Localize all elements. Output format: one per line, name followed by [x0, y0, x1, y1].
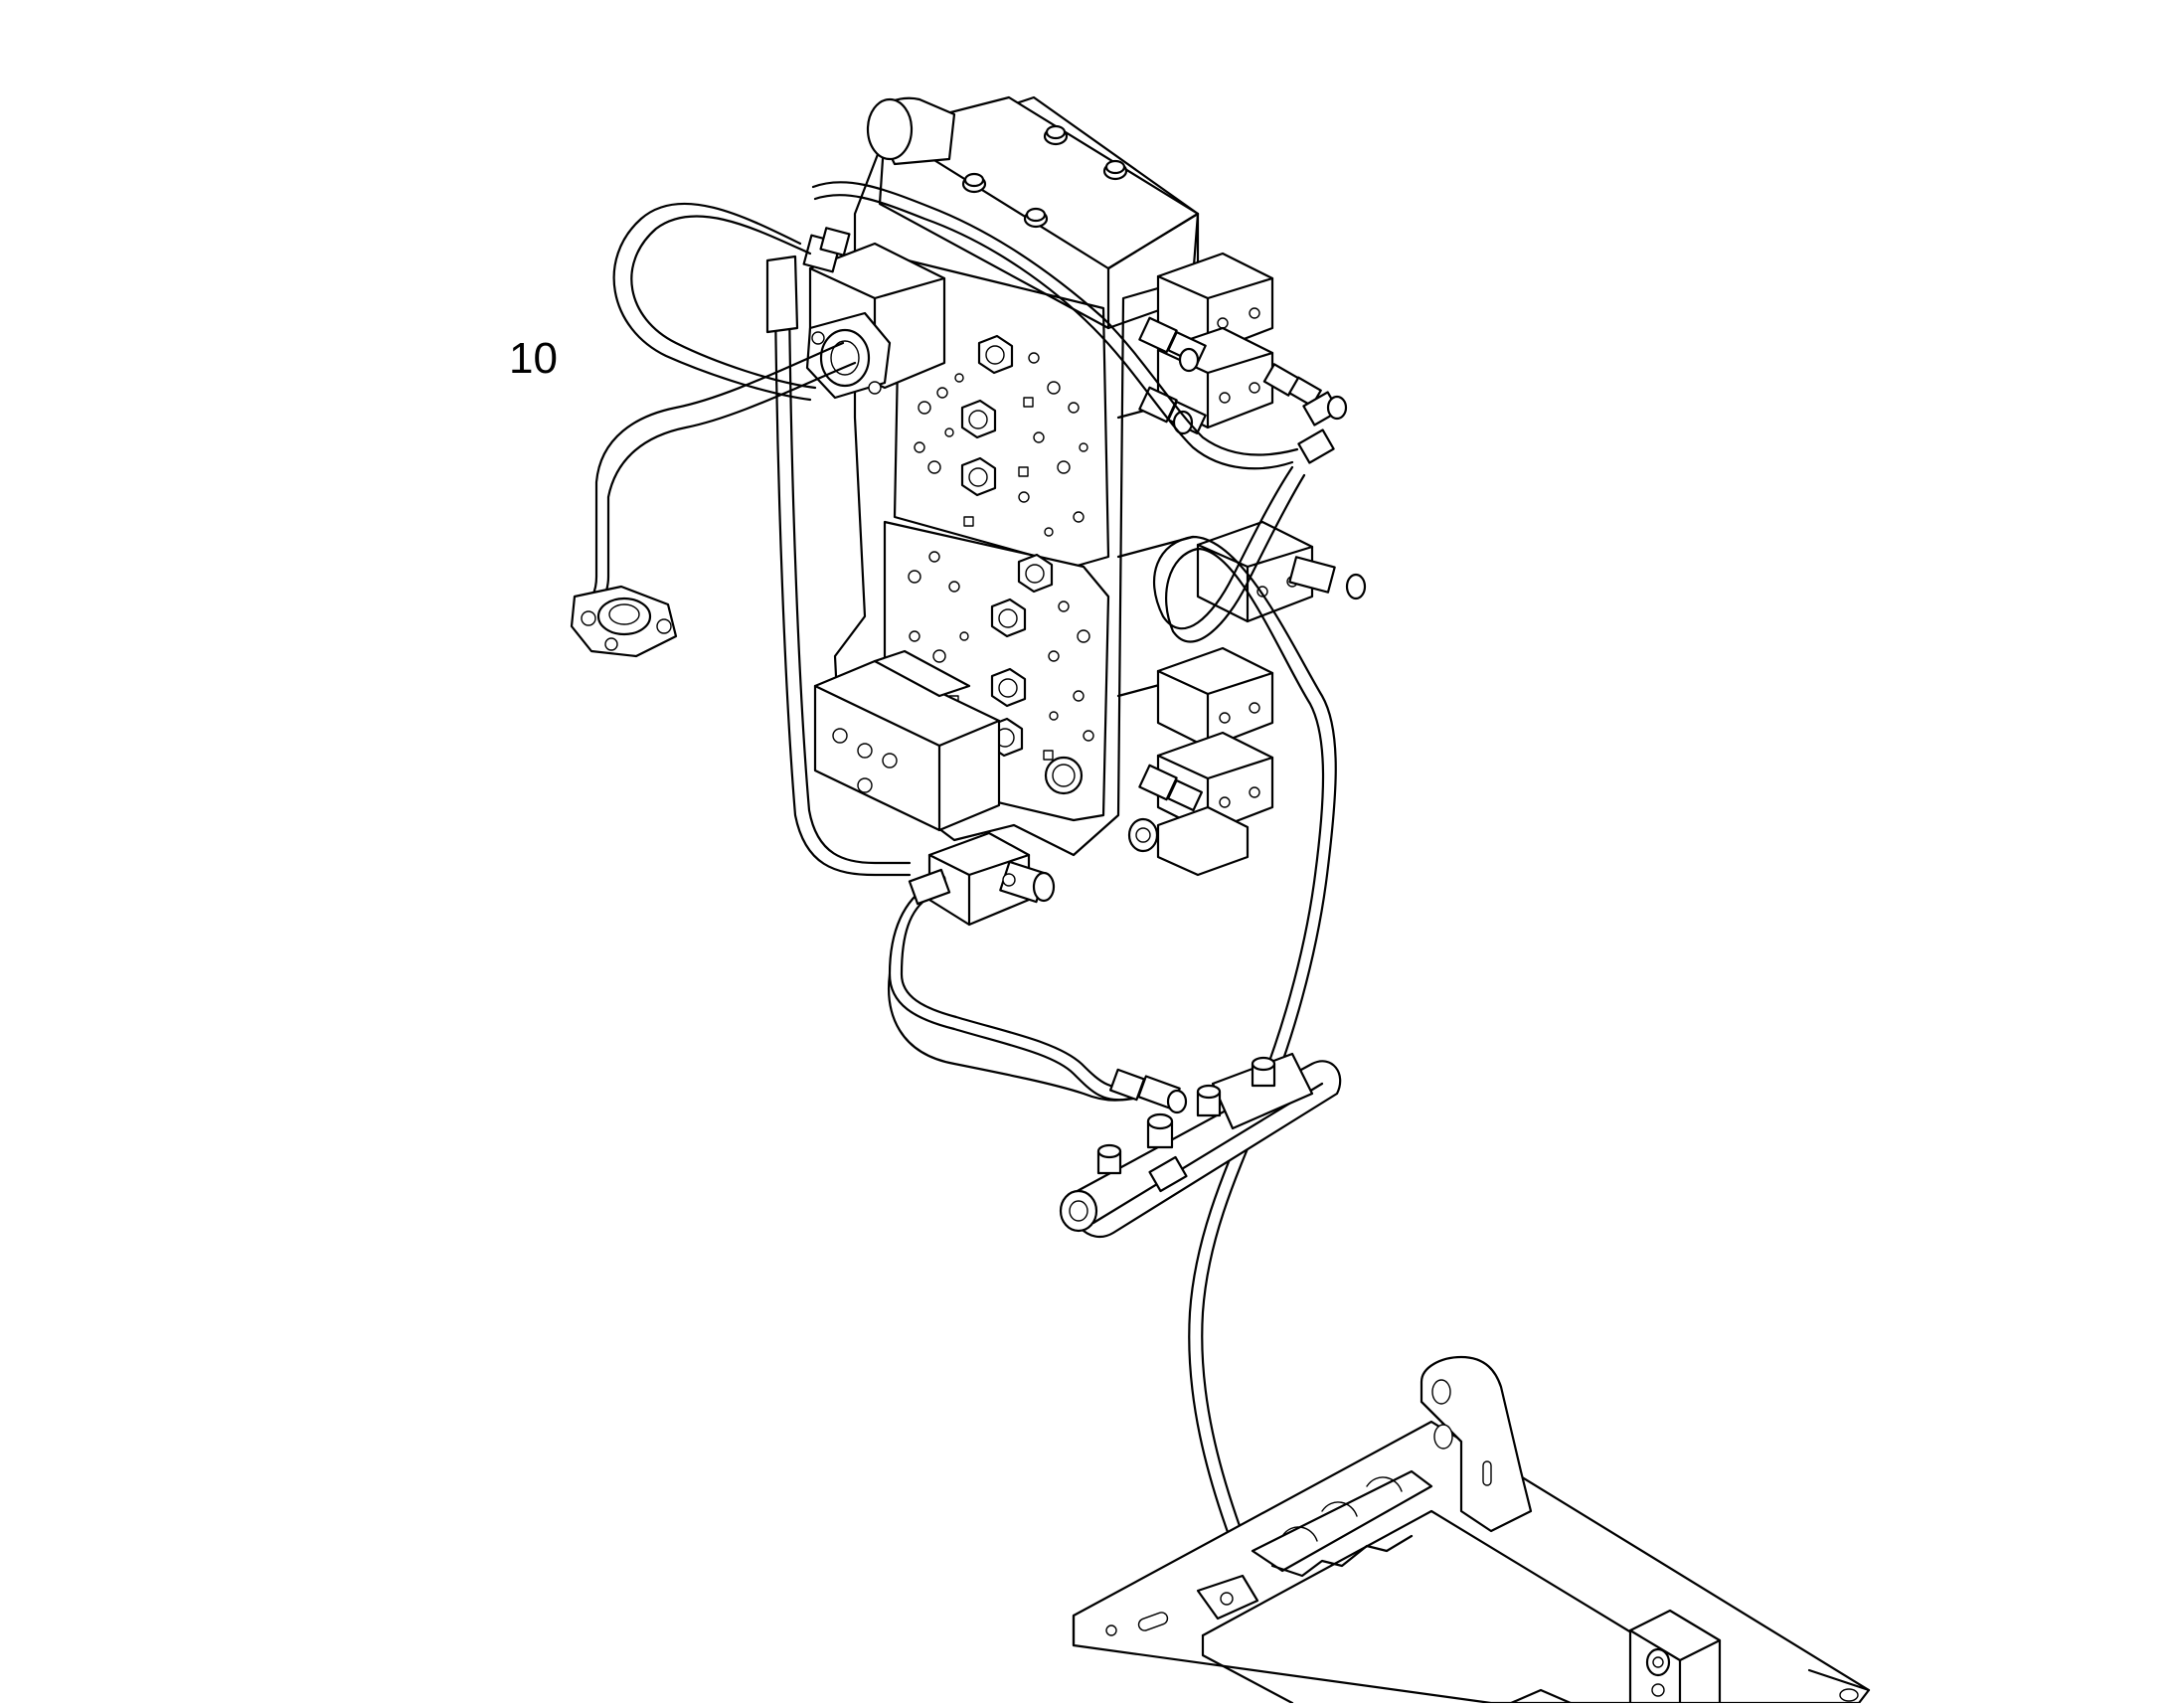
flange — [805, 311, 892, 400]
pilot-block — [1156, 646, 1274, 750]
fitting — [1138, 316, 1207, 373]
hex-plug — [960, 456, 997, 497]
hex-plug — [990, 667, 1027, 708]
fitting — [1138, 764, 1204, 812]
fitting — [1262, 363, 1322, 408]
pilot-block — [1156, 252, 1274, 355]
pilot-block — [1156, 805, 1250, 877]
hex-plug — [990, 598, 1027, 638]
fitting — [1127, 817, 1159, 853]
bolt — [1023, 207, 1049, 229]
tee-fitting — [1148, 1155, 1188, 1193]
lower-block — [813, 649, 1001, 832]
pilot-hose-lower — [888, 868, 1188, 1114]
face-holes — [908, 352, 1094, 775]
fitting — [1297, 428, 1335, 464]
solenoid — [927, 831, 1056, 927]
manifold-tee — [1059, 1052, 1342, 1239]
tee-fitting — [1196, 1084, 1222, 1117]
hex-plug — [1017, 553, 1054, 594]
fitting — [1302, 391, 1348, 427]
fitting — [1288, 556, 1367, 600]
pilot-hose-upper — [612, 181, 1299, 470]
hose-end-flange — [570, 585, 678, 658]
tee-fitting — [1146, 1112, 1174, 1149]
bolt — [1102, 159, 1128, 181]
bolt — [961, 172, 987, 194]
tee-fitting — [1251, 1056, 1276, 1088]
base-frame — [1072, 1355, 1871, 1705]
hex-plug — [977, 334, 1014, 375]
top-fitting — [802, 227, 851, 273]
control-valve-assembly — [802, 95, 1367, 927]
hose-end-fitting — [1108, 1068, 1188, 1114]
port — [1044, 756, 1084, 795]
tee-fitting — [1096, 1143, 1122, 1175]
callout-label: 10 — [509, 334, 558, 383]
pilot-hose-long — [1153, 465, 1337, 1630]
hose-10-return-line — [570, 341, 857, 658]
bolt — [1043, 124, 1069, 146]
hex-plug — [960, 399, 997, 439]
pilot-hose-left — [765, 255, 912, 877]
